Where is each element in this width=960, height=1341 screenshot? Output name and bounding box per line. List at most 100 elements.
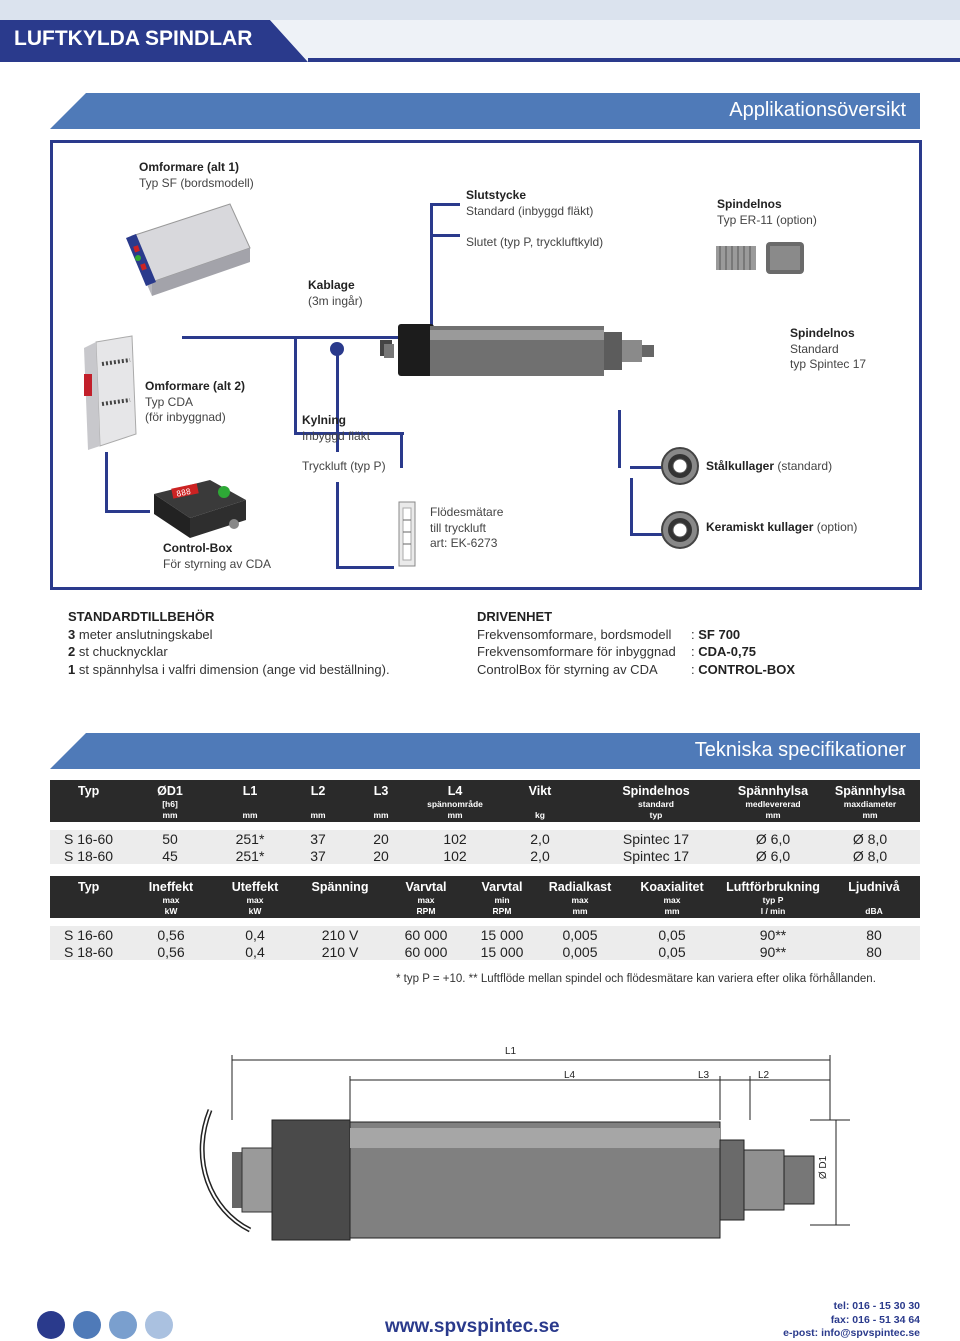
drive-heading: DRIVENHET <box>477 609 553 624</box>
column-header: ØD1[h6]mm <box>130 780 210 822</box>
table-cell: 0,56 <box>130 943 212 960</box>
label-line: (option) <box>816 520 858 534</box>
steel-bearing-image <box>661 447 699 485</box>
email-link[interactable]: e-post: info@spvspintec.se <box>783 1327 920 1339</box>
table-cell: 102 <box>416 830 494 847</box>
label-line: till tryckluft <box>430 520 487 535</box>
table-cell: Spintec 17 <box>586 847 726 864</box>
label-title: Kablage <box>308 278 355 292</box>
label-title: Omformare (alt 2) <box>145 379 246 393</box>
table-cell: 2,0 <box>494 847 586 864</box>
column-header: L3 mm <box>346 780 416 822</box>
accessories-heading: STANDARDTILLBEHÖR <box>68 609 215 624</box>
label-tryckluft: Tryckluft (typ P) <box>302 459 386 473</box>
table-cell: 15 000 <box>470 926 534 943</box>
column-header: Spänning <box>298 876 382 918</box>
drive-item: Frekvensomformare, bordsmodell: SF 700 <box>477 626 741 642</box>
table-cell: 251* <box>210 830 290 847</box>
table-cell: S 18-60 <box>50 847 130 864</box>
drive-item: Frekvensomformare för inbyggnad: CDA-0,7… <box>477 644 757 659</box>
label-flodesmatare: Flödesmätare till tryckluft art: EK-6273 <box>430 505 503 552</box>
table-cell: 20 <box>346 847 416 864</box>
label-title: Spindelnos <box>790 326 855 340</box>
label-line: Standard <box>790 341 839 356</box>
table-cell: S 16-60 <box>50 830 130 847</box>
table-cell: 210 V <box>298 926 382 943</box>
label-omformare-alt1: Omformare (alt 1) Typ SF (bordsmodell) <box>139 160 254 191</box>
table-cell: 0,05 <box>626 926 718 943</box>
dim-l1: L1 <box>505 1046 517 1057</box>
table-cell: 90** <box>718 926 828 943</box>
dim-l4: L4 <box>564 1070 576 1081</box>
control-box-image: 888 <box>154 480 246 538</box>
table-cell: 0,56 <box>130 926 212 943</box>
drive-unit: DRIVENHET Frekvensomformare, bordsmodell… <box>477 608 795 678</box>
table-cell: Ø 8,0 <box>820 830 920 847</box>
label-line: Typ SF (bordsmodell) <box>139 175 254 190</box>
table-cell: Ø 6,0 <box>726 847 820 864</box>
contact-info: tel: 016 - 15 30 30 fax: 016 - 51 34 64 … <box>760 1300 920 1341</box>
table-cell: 102 <box>416 847 494 864</box>
table-cell: 37 <box>290 847 346 864</box>
label-line: typ Spintec 17 <box>790 357 867 371</box>
label-line: (för inbyggnad) <box>145 410 226 424</box>
table-cell: 80 <box>828 926 920 943</box>
fax: fax: 016 - 51 34 64 <box>830 1313 920 1326</box>
table-cell: 0,05 <box>626 943 718 960</box>
table-cell: Ø 6,0 <box>726 830 820 847</box>
table-cell: 251* <box>210 847 290 864</box>
application-overview-frame <box>50 140 922 590</box>
sf-converter-image <box>126 203 251 296</box>
page-header <box>0 0 960 62</box>
label-title: Control-Box <box>163 541 233 555</box>
label-keramiskt: Keramiskt kullager (option) <box>706 520 857 536</box>
column-header: L1 mm <box>210 780 290 822</box>
overview-heading: Applikationsöversikt <box>729 99 906 121</box>
label-slutstycke: Slutstycke Standard (inbyggd fläkt) <box>466 188 593 219</box>
label-title: Kylning <box>302 413 346 427</box>
table-cell: 20 <box>346 830 416 847</box>
label-line: Typ CDA <box>145 394 194 409</box>
table-cell: 15 000 <box>470 943 534 960</box>
table-cell: 0,4 <box>212 943 298 960</box>
table-cell: S 18-60 <box>50 943 130 960</box>
table-cell: 210 V <box>298 943 382 960</box>
dim-l3: L3 <box>698 1070 710 1081</box>
cable-junction-dot <box>330 342 344 356</box>
label-kablage: Kablage (3m ingår) <box>308 278 363 309</box>
label-title: Keramiskt kullager <box>706 520 814 534</box>
label-line: art: EK-6273 <box>430 536 498 550</box>
label-title: Omformare (alt 1) <box>139 160 240 174</box>
label-omformare-alt2: Omformare (alt 2) Typ CDA (för inbyggnad… <box>145 379 245 426</box>
ceramic-bearing-image <box>661 511 699 549</box>
control-box-display: 888 <box>176 487 192 499</box>
spindle-image <box>380 324 654 376</box>
label-line: Standard (inbyggd fläkt) <box>466 203 594 218</box>
label-spindelnos-er: Spindelnos Typ ER-11 (option) <box>717 197 817 228</box>
label-line: Inbyggd fläkt <box>302 428 371 443</box>
label-line: (3m ingår) <box>308 293 363 308</box>
overview-banner <box>50 93 920 129</box>
dim-l2: L2 <box>758 1070 770 1081</box>
website-link[interactable]: www.spvspintec.se <box>385 1316 560 1337</box>
label-line: (standard) <box>777 459 833 473</box>
column-header: Typ <box>50 780 130 822</box>
accessory-item: 1 st spännhylsa i valfri dimension (ange… <box>68 661 390 677</box>
table-cell: 80 <box>828 943 920 960</box>
label-title: Stålkullager <box>706 459 775 473</box>
table-cell: 50 <box>130 830 210 847</box>
er11-collet-image <box>716 242 804 274</box>
